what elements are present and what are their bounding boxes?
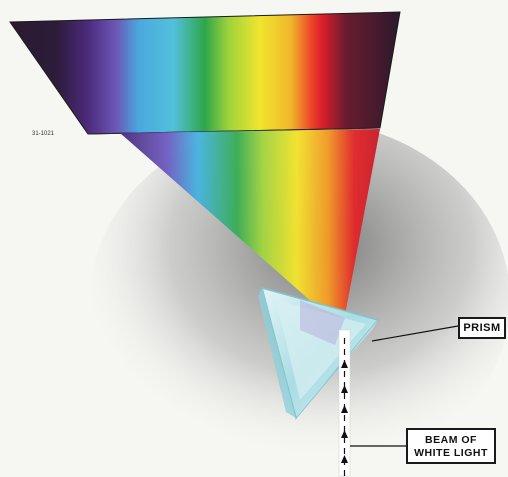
beam-label-line1: BEAM OF bbox=[408, 434, 494, 447]
beam-label: BEAM OF WHITE LIGHT bbox=[406, 428, 496, 464]
spectrum-screen bbox=[10, 12, 400, 134]
white-light-beam bbox=[339, 330, 350, 476]
prism-label: PRISM bbox=[458, 317, 506, 339]
prism-label-text: PRISM bbox=[463, 322, 500, 334]
figure-number: 31-1021 bbox=[32, 131, 54, 137]
beam-label-line2: WHITE LIGHT bbox=[408, 447, 494, 460]
